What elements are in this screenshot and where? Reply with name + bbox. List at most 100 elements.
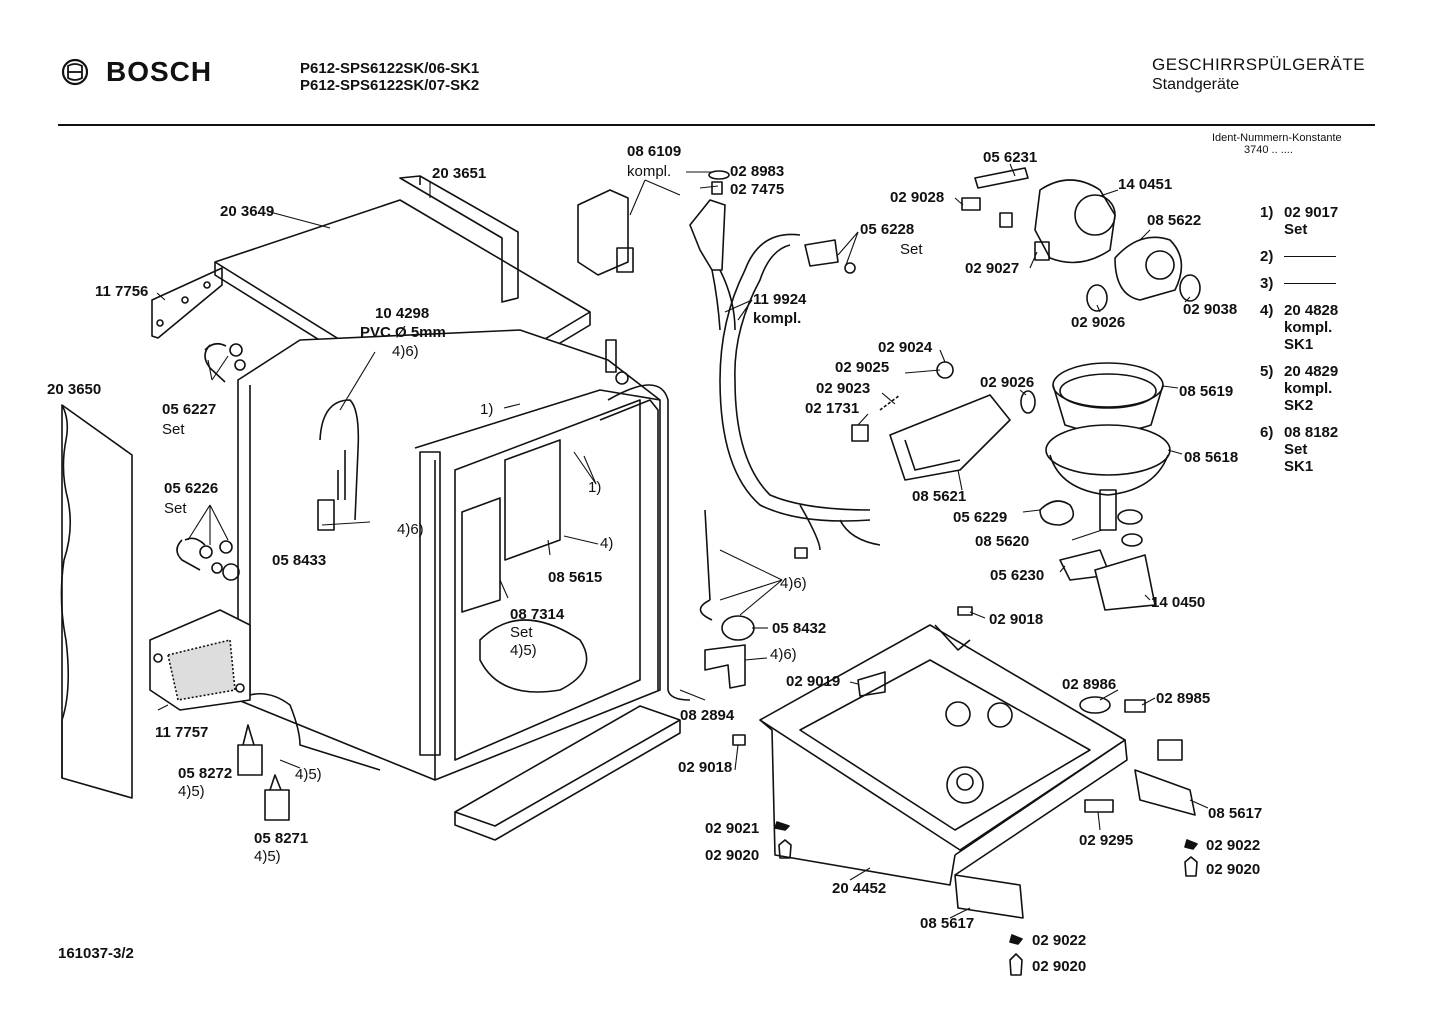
footnote-line: 20 4829 — [1284, 363, 1339, 380]
part-note: 4) — [600, 535, 613, 552]
part-label: 11 7756 — [95, 283, 148, 300]
part-label: 20 4452 — [832, 880, 886, 897]
model-line: P612-SPS6122SK/06-SK1 — [300, 60, 480, 77]
part-label: 08 7314 — [510, 606, 565, 623]
part-note: 1) — [588, 479, 601, 496]
pressure-switch-part — [699, 509, 755, 689]
footnote-line: Set — [1284, 221, 1308, 238]
part-note: 4)6) — [392, 343, 419, 360]
part-note: 4)5) — [510, 642, 537, 659]
footnote-2: 2) — [1260, 248, 1410, 265]
part-label: 08 5620 — [975, 533, 1029, 550]
part-label: 05 8433 — [272, 552, 326, 569]
part-label: 11 7757 — [155, 724, 208, 741]
part-label: 02 9025 — [835, 359, 889, 376]
part-label: 08 5615 — [548, 569, 602, 586]
pump-motor-part — [961, 167, 1116, 264]
wiring-part — [317, 399, 360, 531]
leader-lines — [156, 163, 1209, 919]
part-label: 05 8272 — [178, 765, 232, 782]
part-label: 02 9023 — [816, 380, 870, 397]
part-note: 4)6) — [780, 575, 807, 592]
footnote-dash — [1284, 256, 1336, 265]
filter-sump-part — [1045, 362, 1171, 547]
part-label: 20 3649 — [220, 203, 274, 220]
hose-connector-part — [804, 239, 856, 274]
footnote-number: 5) — [1260, 363, 1274, 380]
salt-container-part — [149, 609, 251, 711]
part-note: 4)5) — [295, 766, 322, 783]
header-rule — [58, 124, 1375, 126]
footnote-line: kompl. — [1284, 380, 1333, 397]
part-label: 05 6226 — [164, 480, 218, 497]
part-note: 4)6) — [397, 521, 424, 538]
footnote-line: 08 8182 — [1284, 424, 1339, 441]
part-note: 4)6) — [770, 646, 797, 663]
base-frame-part — [759, 624, 1128, 886]
footnote-line: 20 4828 — [1284, 302, 1339, 319]
footnote-number: 4) — [1260, 302, 1274, 319]
drawing-id: 161037-3/2 — [58, 945, 134, 962]
door-seal-part — [607, 384, 691, 701]
part-label: 14 0450 — [1151, 594, 1205, 611]
part-label: 11 9924 — [753, 291, 807, 308]
footnote-line: 02 9017 — [1284, 204, 1339, 221]
brand-name: BOSCH — [106, 56, 213, 87]
footnote-line: SK1 — [1284, 336, 1314, 353]
footnote-line: kompl. — [1284, 319, 1333, 336]
part-label: 02 9022 — [1032, 932, 1086, 949]
footnote-line: SK1 — [1284, 458, 1314, 475]
clip-screw-parts — [732, 606, 1198, 976]
part-label: 08 5618 — [1184, 449, 1238, 466]
inlet-assembly-part — [577, 170, 736, 331]
side-rail-part — [151, 267, 223, 339]
part-label: 02 9026 — [1071, 314, 1125, 331]
part-label: 10 4298 — [375, 305, 429, 322]
part-note: Set — [510, 624, 533, 641]
part-label: 02 9020 — [1032, 958, 1086, 975]
category-block: GESCHIRRSPÜLGERÄTE Standgeräte — [1152, 55, 1365, 95]
category-title: GESCHIRRSPÜLGERÄTE — [1152, 55, 1366, 74]
footnote-number: 2) — [1260, 248, 1274, 265]
footnote-number: 1) — [1260, 204, 1274, 221]
kick-plate-part — [454, 705, 681, 841]
part-label: 05 8271 — [254, 830, 308, 847]
part-label: 02 9018 — [989, 611, 1043, 628]
part-label: 02 9018 — [678, 759, 732, 776]
part-label: 02 9038 — [1183, 301, 1237, 318]
part-note: 4)5) — [178, 783, 205, 800]
part-label: 02 9024 — [878, 339, 933, 356]
footnote-number: 6) — [1260, 424, 1274, 441]
part-label: 05 6230 — [990, 567, 1044, 584]
part-label: 08 5617 — [920, 915, 974, 932]
part-label: 05 8432 — [772, 620, 826, 637]
part-label: PVC Ø 5mm — [360, 324, 446, 341]
footnote-3: 3) — [1260, 275, 1410, 292]
part-label: 02 9019 — [786, 673, 840, 690]
brand-block: BOSCH — [60, 56, 212, 88]
part-label: 02 9021 — [705, 820, 759, 837]
part-label: 02 9020 — [705, 847, 759, 864]
part-label: 02 9026 — [980, 374, 1034, 391]
part-label: 08 5619 — [1179, 383, 1233, 400]
part-note: kompl. — [753, 310, 801, 327]
model-line: P612-SPS6122SK/07-SK2 — [300, 77, 480, 94]
ident-value: 3740 .. .... — [1244, 144, 1293, 156]
footnote-dash — [1284, 283, 1336, 292]
part-note: Set — [900, 241, 923, 258]
ident-block: Ident-Nummern-Konstante 3740 .. .... — [1212, 132, 1342, 156]
part-note: 1) — [480, 401, 493, 418]
ident-label: Ident-Nummern-Konstante — [1212, 132, 1342, 144]
part-label: 20 3651 — [432, 165, 486, 182]
footnote-number: 3) — [1260, 275, 1274, 292]
part-label: 02 8983 — [730, 163, 784, 180]
part-label: 05 6228 — [860, 221, 914, 238]
part-label: 05 6229 — [953, 509, 1007, 526]
part-label: 02 9022 — [1206, 837, 1260, 854]
